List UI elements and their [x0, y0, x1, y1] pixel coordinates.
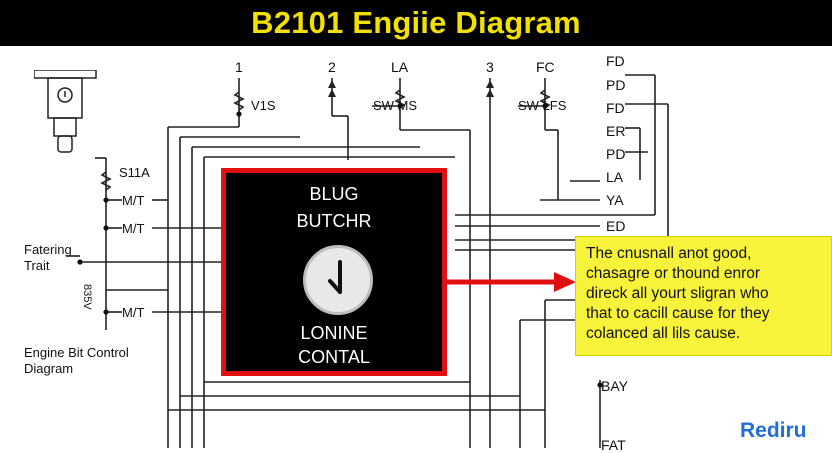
ecu-line-3: LONINE — [300, 323, 368, 343]
mt-label-2: M/T — [122, 221, 145, 236]
trait-label: Trait — [24, 258, 50, 273]
right-label-er: ER — [606, 123, 626, 139]
pin-fc-resistor — [539, 89, 551, 109]
title-bar: B2101 Engiie Diagram — [0, 0, 832, 46]
pin-fc-label: FC — [536, 59, 555, 75]
note-line-2: chasagre or thound enror — [586, 265, 761, 282]
mt-label-1: M/T — [122, 193, 145, 208]
diagram-title: B2101 Engiie Diagram — [251, 5, 581, 40]
note-line-3: direck all yourt sligran who — [586, 285, 769, 302]
brand-logo: Rediru — [740, 419, 807, 442]
fatering-label: Fatering — [24, 242, 72, 257]
right-label-fat: FAT — [601, 437, 626, 453]
s11a-label: S11A — [119, 165, 150, 180]
ecu-line-2: BUTCHR — [296, 211, 372, 231]
pin-la-resistor — [394, 89, 406, 109]
control-module-box: BLUG BUTCHR LONINE CONTAL — [221, 168, 447, 376]
note-callout: The cnusnall anot good, chasagre or thou… — [575, 236, 832, 356]
pin-3-label: 3 — [486, 59, 494, 75]
ecu-line-4: CONTAL — [298, 347, 370, 367]
sw-ms-label: SW MS — [373, 98, 418, 113]
red-arrow-head — [554, 272, 576, 292]
pin-2-label: 2 — [328, 59, 336, 75]
pin-1-resistor — [233, 91, 245, 111]
right-label-ed: ED — [606, 218, 626, 234]
wiring-diagram — [66, 74, 669, 448]
caption-line-1: Engine Bit Control — [24, 345, 129, 360]
right-label-pd-1: PD — [606, 77, 626, 93]
pin-1-label: 1 — [235, 59, 243, 75]
ecu-line-1: BLUG — [309, 184, 359, 204]
right-label-bay: BAY — [601, 378, 628, 394]
note-line-4: that to cacill cause for they — [586, 305, 770, 322]
sw-lfs-label: SW LFS — [518, 98, 567, 113]
right-label-ya: YA — [606, 192, 624, 208]
clock-icon — [303, 245, 373, 315]
right-label-la: LA — [606, 169, 624, 185]
right-label-fd-2: FD — [606, 100, 625, 116]
note-line-5: colanced all lils cause. — [586, 325, 741, 342]
caption-line-2: Diagram — [24, 361, 74, 376]
note-line-1: The cnusnall anot good, — [586, 245, 752, 262]
vertical-835v-label: 835V — [81, 284, 93, 310]
sensor-component-icon — [34, 70, 97, 153]
pin-la-label: LA — [391, 59, 409, 75]
right-label-pd-2: PD — [606, 146, 626, 162]
sensor-v1s-label: V1S — [251, 98, 276, 113]
right-label-fd-1: FD — [606, 53, 625, 69]
mt-label-3: M/T — [122, 305, 145, 320]
